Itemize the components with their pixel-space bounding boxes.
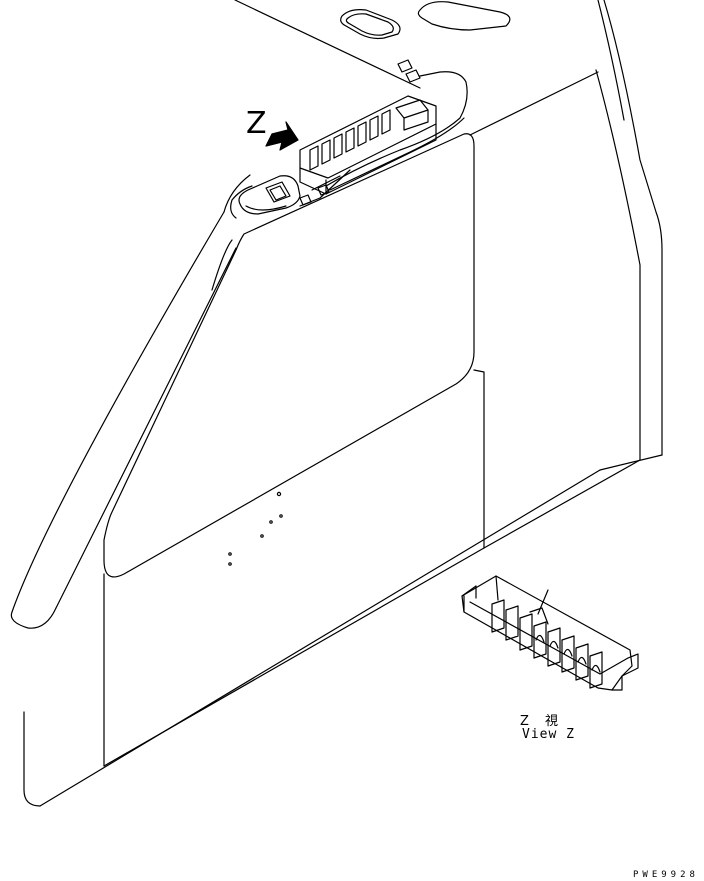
cab-outline: [10, 0, 663, 807]
side-window: [103, 133, 485, 767]
mounting-holes: [228, 491, 283, 566]
drawing-code: PWE9928: [633, 870, 699, 880]
view-title-english: View Z: [522, 727, 575, 742]
view-title-japanese: Z 視: [520, 714, 565, 729]
roof-hatches: [340, 1, 511, 40]
view-z-switch-bracket: [461, 575, 639, 691]
view-marker-label: Z: [246, 106, 267, 141]
overhead-switch-panel: [238, 59, 468, 215]
